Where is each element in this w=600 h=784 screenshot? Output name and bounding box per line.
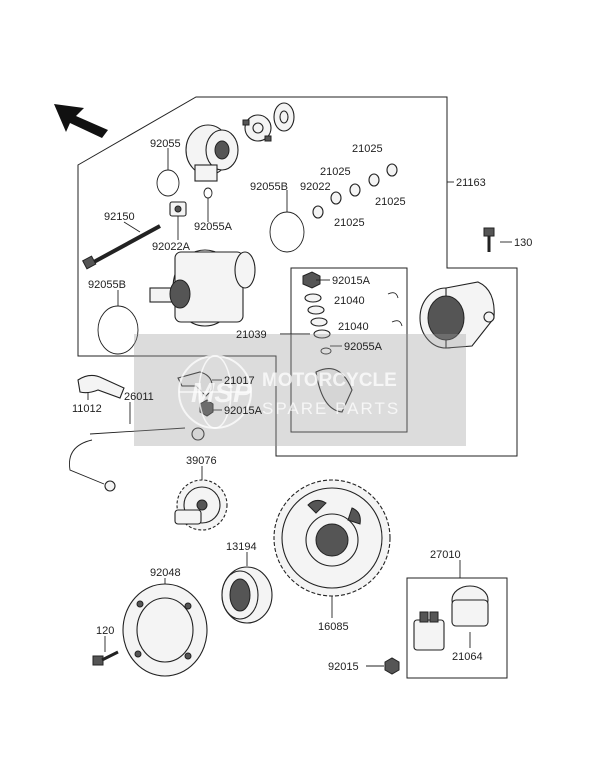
clutch-group-box bbox=[290, 267, 408, 433]
label-92022: 92022 bbox=[300, 181, 331, 193]
watermark-line1: MOTORCYCLE bbox=[262, 370, 397, 391]
label-21025-d: 21025 bbox=[375, 196, 406, 208]
o-ring-92055a-top bbox=[203, 187, 213, 199]
label-120: 120 bbox=[96, 625, 114, 637]
label-21064: 21064 bbox=[452, 651, 483, 663]
label-39076: 39076 bbox=[186, 455, 217, 467]
washer-large bbox=[273, 102, 295, 132]
label-21039: 21039 bbox=[236, 329, 267, 341]
starter-group-outline bbox=[77, 96, 518, 457]
label-26011: 26011 bbox=[124, 391, 154, 403]
label-21017: 21017 bbox=[224, 375, 255, 387]
label-13194: 13194 bbox=[226, 541, 257, 553]
starter-cable bbox=[69, 427, 205, 492]
label-27010: 27010 bbox=[430, 549, 461, 561]
label-16085: 16085 bbox=[318, 621, 349, 633]
watermark: MSP MOTORCYCLE SPARE PARTS bbox=[134, 334, 466, 446]
label-11012: 11012 bbox=[72, 403, 102, 415]
bolt-120 bbox=[92, 650, 119, 666]
label-92055b-left: 92055B bbox=[88, 279, 126, 291]
label-21040-b: 21040 bbox=[338, 321, 369, 333]
starter-relay bbox=[413, 611, 445, 651]
watermark-line2: SPARE PARTS bbox=[262, 399, 400, 418]
label-92055a-box: 92055A bbox=[344, 341, 383, 353]
label-92022a: 92022A bbox=[152, 241, 191, 253]
relay-group-box bbox=[406, 577, 508, 679]
cap-11012 bbox=[77, 374, 125, 399]
o-ring-92055b-left bbox=[97, 305, 139, 355]
o-ring-92055b-top bbox=[269, 211, 305, 253]
through-bolt bbox=[82, 224, 161, 270]
washer-set-21025 bbox=[312, 163, 398, 219]
label-21025-b: 21025 bbox=[352, 143, 383, 155]
label-130: 130 bbox=[514, 237, 532, 249]
label-92015a-mid: 92015A bbox=[224, 405, 263, 417]
label-92055b-top: 92055B bbox=[250, 181, 288, 193]
label-21040-a: 21040 bbox=[334, 295, 365, 307]
brush-plate bbox=[242, 114, 272, 142]
label-92048: 92048 bbox=[150, 567, 181, 579]
nut-92015a bbox=[199, 399, 214, 417]
arrow-up-left-icon bbox=[54, 104, 108, 138]
starter-motor bbox=[149, 249, 256, 327]
label-92015a-box: 92015A bbox=[332, 275, 371, 287]
label-92055: 92055 bbox=[150, 138, 181, 150]
leader-lines bbox=[87, 148, 512, 667]
label-92055a-top: 92055A bbox=[194, 221, 233, 233]
one-way-clutch bbox=[221, 566, 273, 624]
label-92015: 92015 bbox=[328, 661, 359, 673]
label-92150: 92150 bbox=[104, 211, 135, 223]
watermark-logo: MSP bbox=[191, 377, 252, 408]
nut-92015 bbox=[384, 657, 400, 675]
label-21025-a: 21025 bbox=[320, 166, 351, 178]
relay-cover-21064 bbox=[451, 585, 489, 627]
starter-driven-gear bbox=[273, 479, 391, 597]
o-ring-92055 bbox=[156, 169, 180, 197]
clutch-housing bbox=[419, 281, 495, 349]
bolt-130 bbox=[483, 227, 495, 252]
idle-gear bbox=[174, 479, 228, 531]
starter-end-cover bbox=[185, 124, 239, 182]
clutch-plate-92048 bbox=[122, 583, 208, 677]
clutch-stack bbox=[302, 271, 403, 413]
label-21025-c: 21025 bbox=[334, 217, 365, 229]
label-21163: 21163 bbox=[456, 177, 486, 189]
